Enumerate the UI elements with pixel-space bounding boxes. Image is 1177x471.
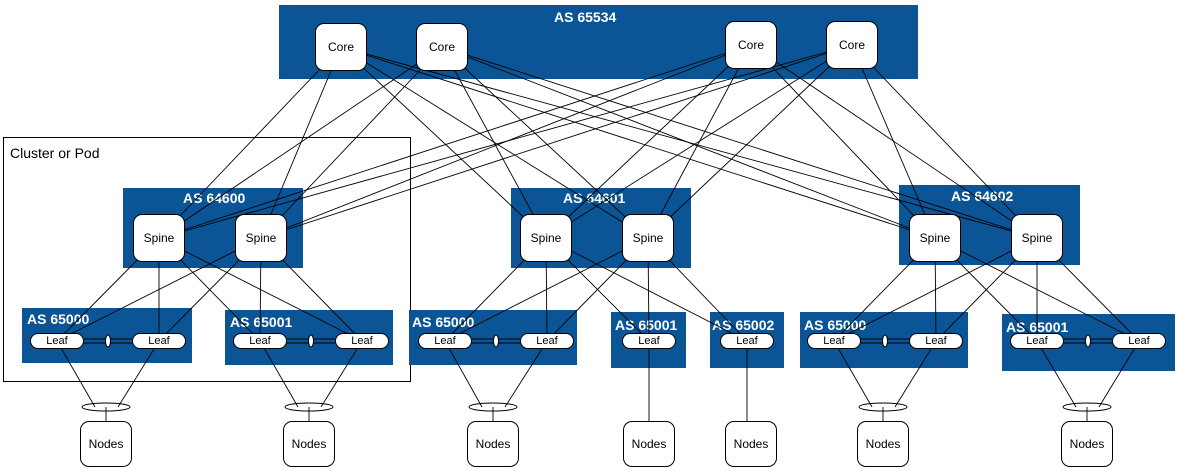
pod1-leaf-as-65000-label: AS 65000 [27,311,90,327]
mlag-ellipse [493,334,499,348]
nodes-group-4: Nodes [623,421,675,467]
mlag-ellipse [105,334,111,348]
pod3-leaf-as-65000-label: AS 65000 [804,317,867,333]
nodes-group-1: Nodes [80,421,132,467]
pod2-leaf-4: Leaf [720,333,774,349]
pod2-spine-2: Spine [622,214,674,262]
pod3-leaf-1: Leaf [807,333,861,349]
as-65534-box [279,5,918,79]
pod1-leaf-4: Leaf [335,333,389,349]
mlag-ellipse [882,334,888,348]
core-node-3: Core [725,21,777,69]
pod2-leaf-3: Leaf [622,333,676,349]
pod1-leaf-1: Leaf [30,333,84,349]
nodes-group-3: Nodes [467,421,519,467]
mlag-ellipse [308,334,314,348]
pod1-spine-2: Spine [235,214,287,262]
as-65534-label: AS 65534 [554,9,617,25]
pod2-leaf-as-65001-label: AS 65001 [615,317,678,333]
pod3-leaf-2: Leaf [909,333,963,349]
core-node-2: Core [416,23,468,71]
nodes-group-5: Nodes [725,421,777,467]
pod2-leaf-as-65000-label: AS 65000 [412,314,475,330]
pod1-leaf-3: Leaf [233,333,287,349]
mlag-ellipse [1085,334,1091,348]
as-64602-label: AS 64602 [951,188,1014,204]
nodes-group-6: Nodes [857,421,909,467]
as-64600-label: AS 64600 [183,190,246,206]
pod2-spine-1: Spine [520,214,572,262]
bond-ellipse [468,402,518,412]
pod1-leaf-2: Leaf [132,333,186,349]
pod2-leaf-1: Leaf [418,333,472,349]
core-node-4: Core [826,21,878,69]
core-node-1: Core [315,23,367,71]
bond-ellipse [858,402,908,412]
bond-ellipse [81,402,131,412]
pod1-spine-1: Spine [133,214,185,262]
pod3-leaf-3: Leaf [1010,333,1064,349]
pod2-leaf-2: Leaf [520,333,574,349]
pod3-spine-2: Spine [1011,214,1063,262]
bond-ellipse [1062,402,1112,412]
pod3-spine-1: Spine [909,214,961,262]
nodes-group-2: Nodes [283,421,335,467]
pod3-leaf-4: Leaf [1112,333,1166,349]
cluster-or-pod-outline [3,137,411,382]
nodes-group-7: Nodes [1061,421,1113,467]
bond-ellipse [284,402,334,412]
cluster-or-pod-label: Cluster or Pod [10,145,100,161]
